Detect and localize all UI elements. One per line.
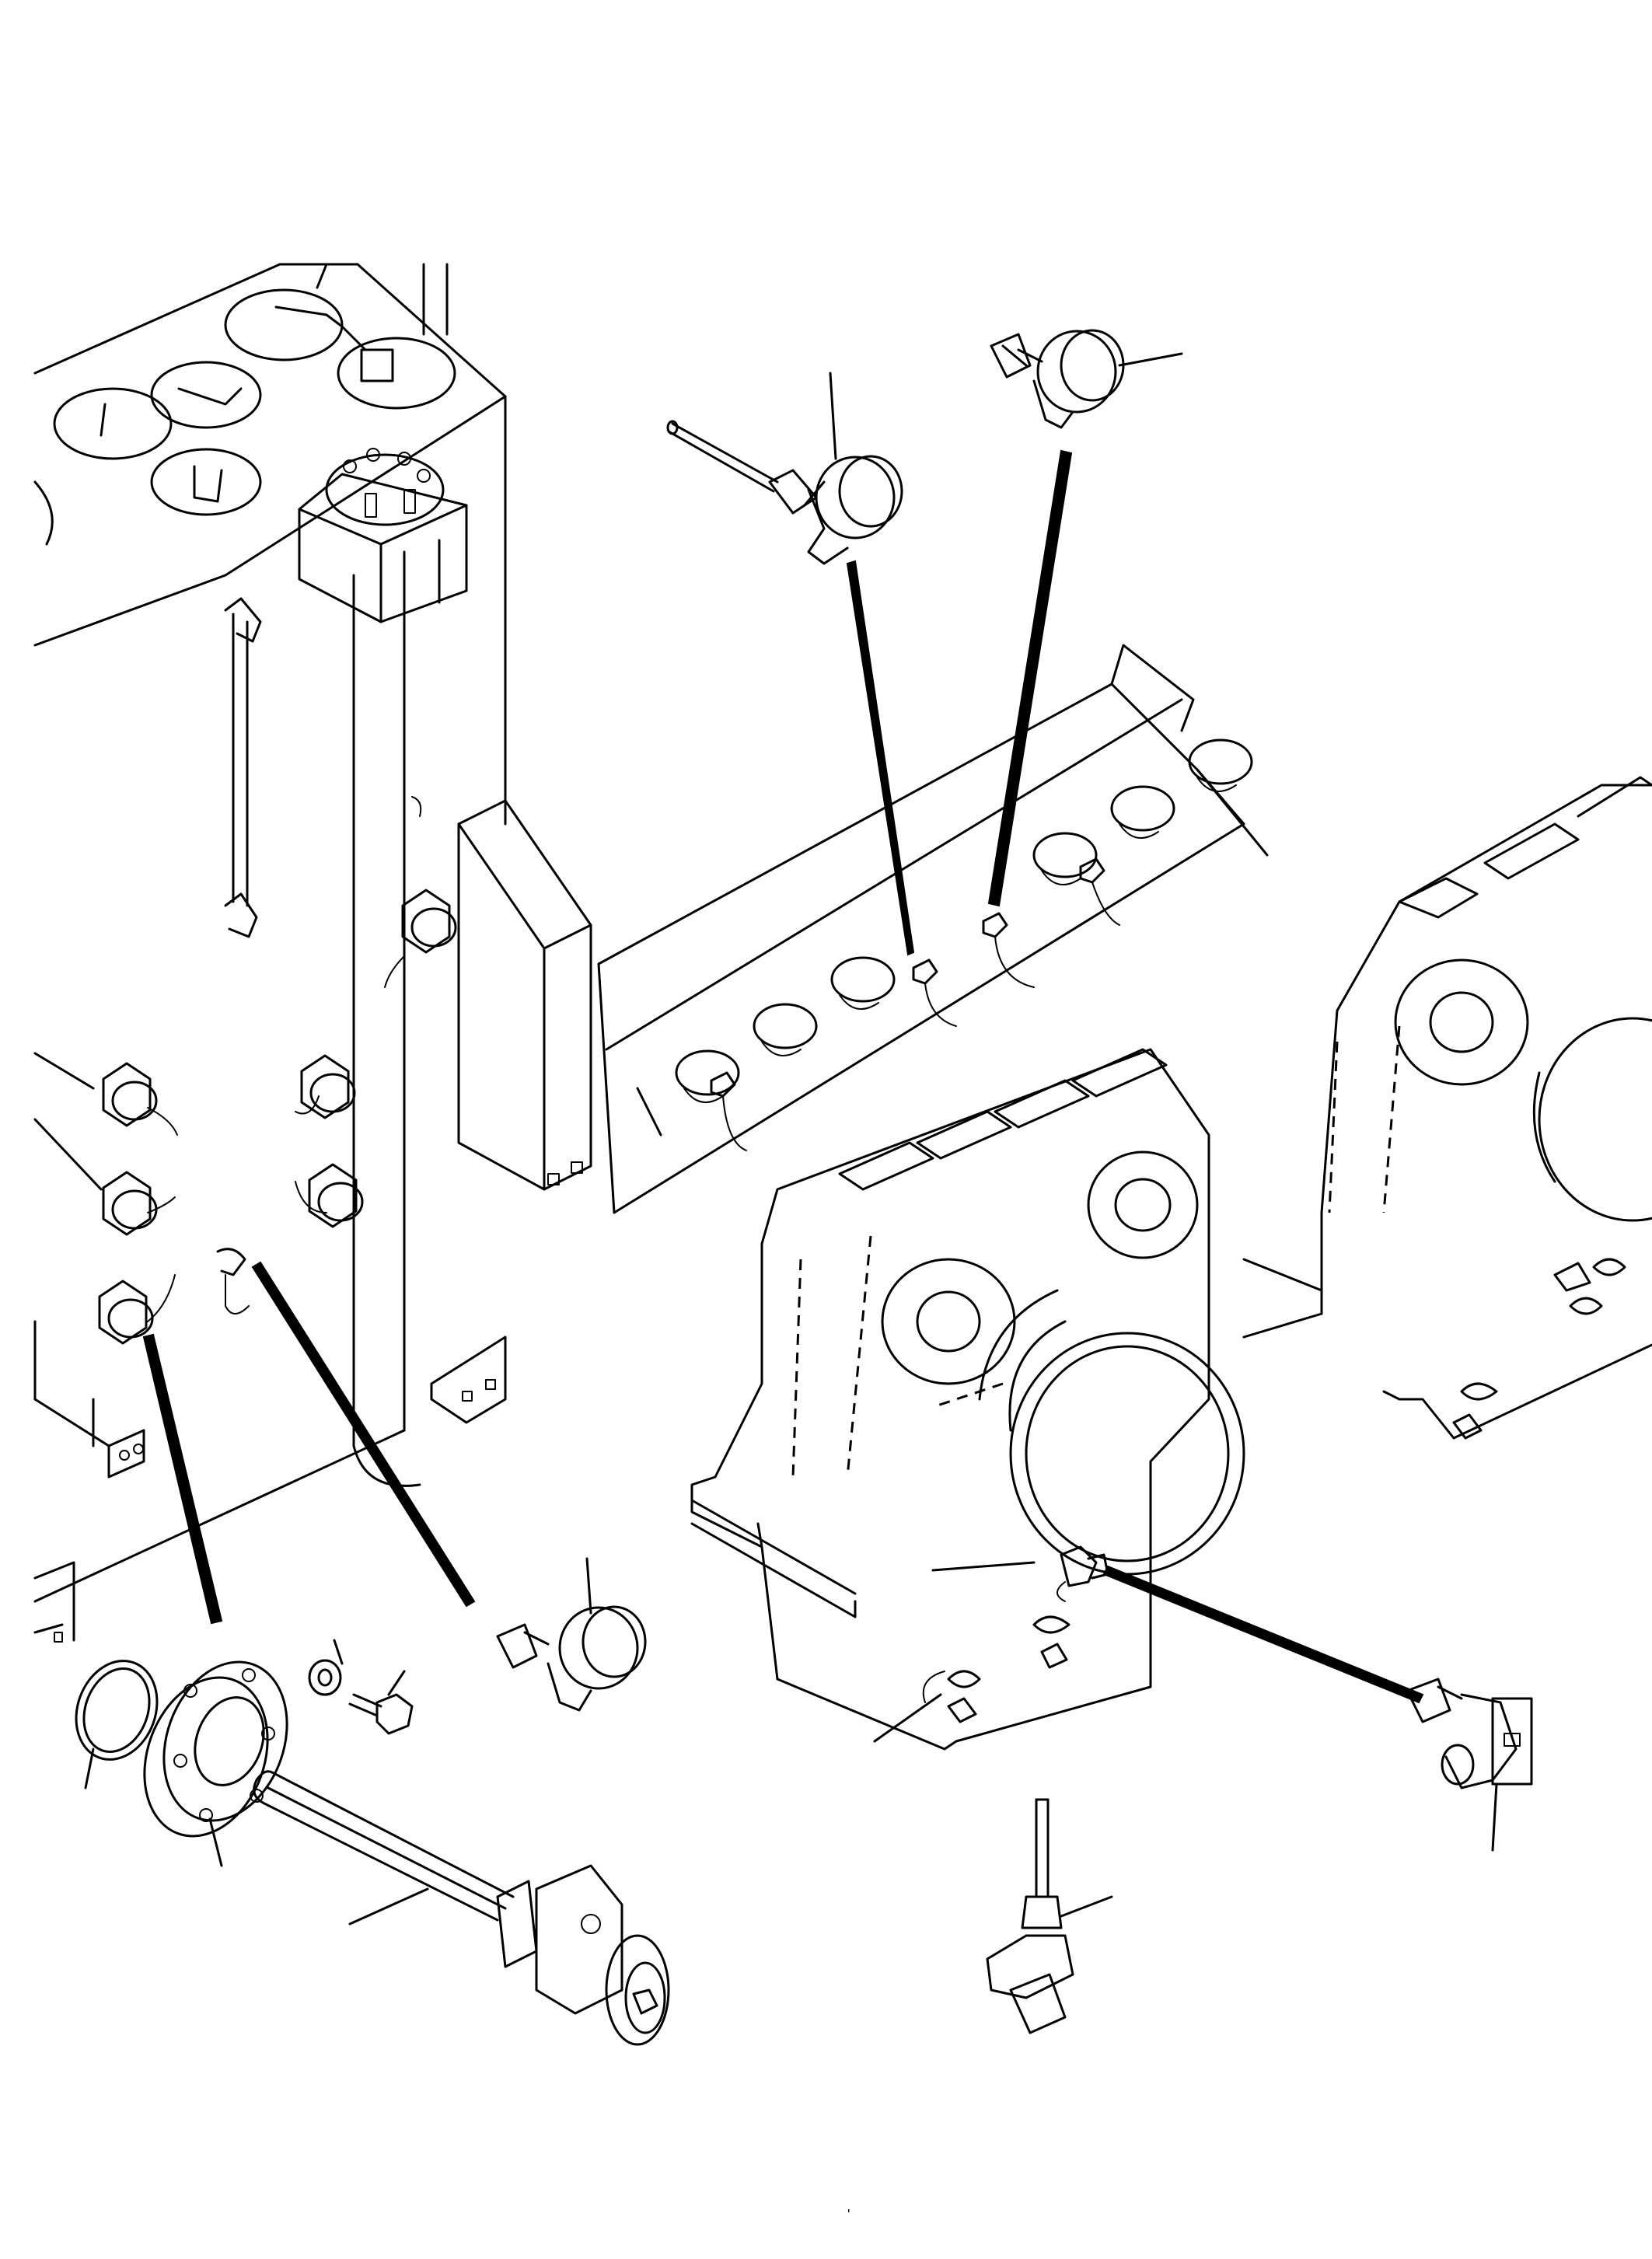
footer-mark: ' [847, 2207, 850, 2222]
manifold-block [411, 796, 592, 1424]
filter-cap-assembly [298, 448, 468, 623]
right-gear-case [1242, 776, 1652, 1440]
elbow-valve-upper-left [666, 420, 903, 565]
manifold-bar [597, 644, 1269, 1214]
elbow-valve-lower-right [1406, 1678, 1533, 1789]
drain-plugs [98, 889, 457, 1345]
lock-washer [308, 1659, 342, 1696]
leader-lines [33, 263, 1498, 1926]
elbow-valve-middle [496, 1605, 647, 1712]
elbow-valve-upper-right [990, 329, 1125, 429]
immersion-heater [253, 1770, 670, 2046]
callout-arrows [142, 449, 1424, 1704]
flange-plate [143, 1660, 288, 1838]
dipstick-tube [224, 597, 262, 938]
bolt [348, 1693, 414, 1735]
temperature-sensor [986, 1798, 1074, 2034]
o-ring [75, 1660, 159, 1761]
hydraulic-tank [33, 263, 592, 1643]
o-ring-inner [82, 1667, 151, 1753]
manifold-ports [675, 738, 1253, 1103]
left-gear-case [690, 1048, 1245, 1751]
